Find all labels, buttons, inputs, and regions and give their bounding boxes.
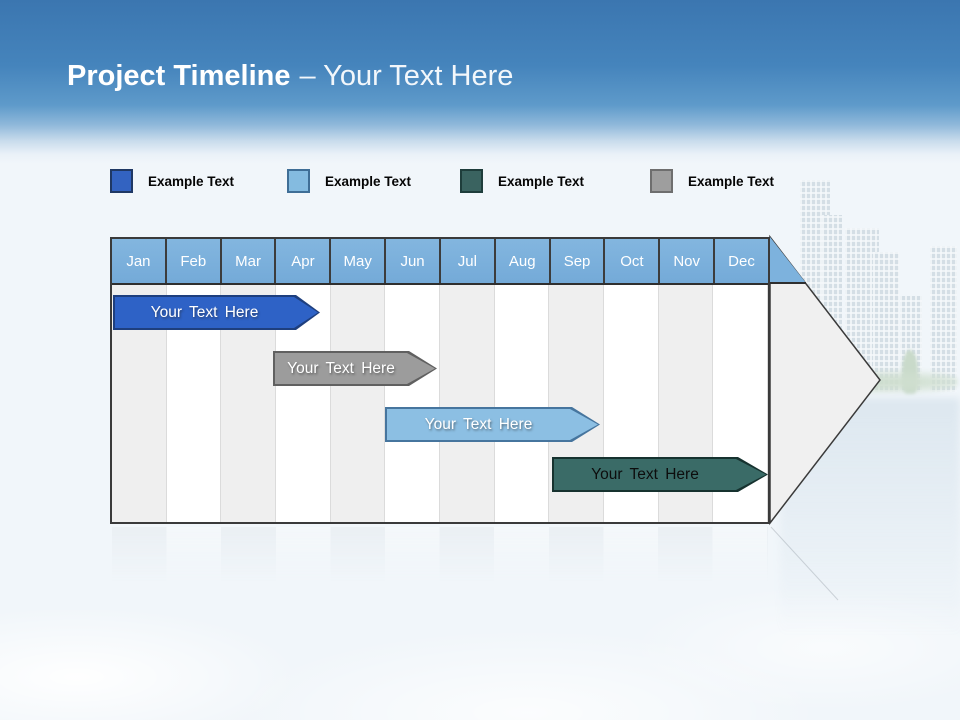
month-header-jan: Jan xyxy=(112,239,167,283)
page-title[interactable]: Project Timeline– Your Text Here xyxy=(67,60,513,93)
legend-swatch-gray xyxy=(650,169,673,193)
page-title-light: – Your Text Here xyxy=(299,60,514,92)
tree-shape xyxy=(902,350,918,394)
timeline-table: Jan Feb Mar Apr May Jun Jul Aug Sep Oct … xyxy=(110,237,770,524)
arrow-head-header-wedge xyxy=(770,237,806,283)
legend-item-teal[interactable]: Example Text xyxy=(460,169,584,193)
legend-swatch-teal xyxy=(460,169,483,193)
greenery-shape xyxy=(788,368,958,396)
month-header-sep: Sep xyxy=(550,239,606,283)
month-header-dec: Dec xyxy=(715,239,768,283)
month-header-aug: Aug xyxy=(495,239,551,283)
month-header-oct: Oct xyxy=(605,239,661,283)
legend-label: Example Text xyxy=(498,173,585,189)
legend-item-blue[interactable]: Example Text xyxy=(110,169,234,193)
timeline-bar-blue[interactable]: Your Text Here xyxy=(113,295,320,330)
arrow-reflection-line xyxy=(770,526,839,601)
arrow-head-shape xyxy=(769,234,881,526)
month-header-nov: Nov xyxy=(660,239,716,283)
bar-label: Your Text Here xyxy=(591,465,699,483)
month-header-apr: Apr xyxy=(276,239,332,283)
legend-swatch-blue xyxy=(110,169,133,193)
bar-fill xyxy=(275,353,435,384)
bar-label: Your Text Here xyxy=(424,415,533,433)
legend-label: Example Text xyxy=(688,173,775,189)
bar-fill xyxy=(387,409,598,440)
legend-item-gray[interactable]: Example Text xyxy=(650,169,774,193)
month-header-mar: Mar xyxy=(221,239,277,283)
city-skyline-backdrop xyxy=(780,170,960,638)
bar-label: Your Text Here xyxy=(150,303,259,321)
bar-fill xyxy=(554,459,766,490)
month-header-row: Jan Feb Mar Apr May Jun Jul Aug Sep Oct … xyxy=(112,239,768,285)
page-title-bold: Project Timeline xyxy=(67,60,291,92)
bar-fill xyxy=(115,297,318,328)
timeline-bar-gray[interactable]: Your Text Here xyxy=(273,351,437,386)
timeline-body: Your Text Here Your Text Here Your Text … xyxy=(112,285,769,522)
legend-label: Example Text xyxy=(325,173,412,189)
legend-label: Example Text xyxy=(148,173,235,189)
month-header-jun: Jun xyxy=(386,239,441,283)
title-banner xyxy=(0,0,960,164)
building-shape xyxy=(900,296,922,392)
month-column xyxy=(385,285,441,522)
legend-swatch-light-blue xyxy=(287,169,310,193)
timeline-bar-light-blue[interactable]: Your Text Here xyxy=(385,407,600,442)
month-header-feb: Feb xyxy=(166,239,222,283)
building-shape xyxy=(845,228,879,392)
timeline-arrow-head xyxy=(769,234,881,601)
building-shape xyxy=(930,246,957,392)
bar-label: Your Text Here xyxy=(287,359,395,377)
month-header-jul: Jul xyxy=(440,239,496,283)
building-shape xyxy=(800,180,830,392)
table-reflection xyxy=(112,527,768,589)
month-header-may: May xyxy=(331,239,387,283)
building-shape xyxy=(873,252,899,392)
haze-shape xyxy=(780,398,960,638)
legend-item-light-blue[interactable]: Example Text xyxy=(287,169,411,193)
month-column xyxy=(330,285,386,522)
month-column xyxy=(440,285,495,522)
month-column xyxy=(494,285,550,522)
timeline-bar-teal[interactable]: Your Text Here xyxy=(552,457,768,492)
building-shape xyxy=(822,215,842,392)
